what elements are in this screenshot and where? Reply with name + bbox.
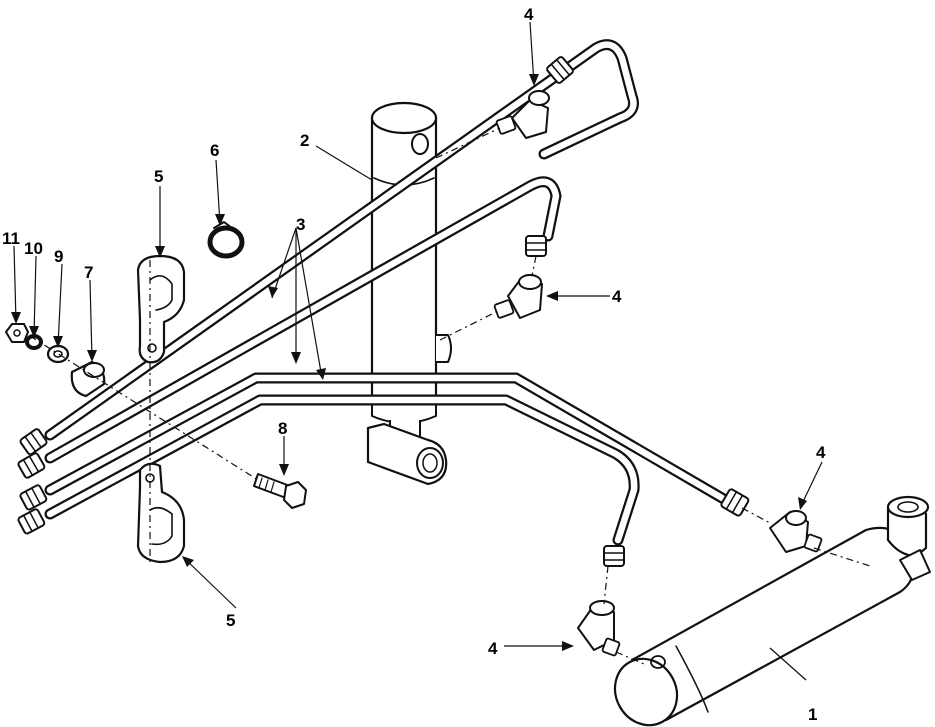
callout-4-top: 4: [524, 5, 534, 24]
spacer-bushing: [70, 360, 106, 398]
callout-1: 1: [808, 705, 817, 724]
callout-8: 8: [278, 419, 287, 438]
bolt: [253, 473, 307, 509]
hex-nut: [5, 323, 29, 343]
tube-end-nuts: [17, 56, 750, 567]
elbow-fittings: [493, 90, 823, 657]
arrowheads: [11, 74, 807, 651]
elbow-fitting-middle: [493, 274, 543, 319]
callout-3: 3: [296, 215, 305, 234]
alignment-lines: [29, 127, 871, 665]
callout-10: 10: [24, 239, 43, 258]
callout-11: 11: [2, 229, 20, 248]
lower-hydraulic-cylinder: [613, 495, 931, 727]
callout-5-upper: 5: [154, 167, 163, 186]
tube-clamp-lower: [136, 462, 186, 564]
elbow-fitting-right: [769, 510, 823, 553]
callout-7: 7: [84, 263, 93, 282]
callout-labels: 1 2 3 4 4 4 4 5 5 6 7 8 9 10 11: [2, 5, 826, 724]
callout-4-middle: 4: [612, 287, 622, 306]
callout-9: 9: [54, 247, 63, 266]
hydraulic-tubes: [44, 39, 728, 546]
elbow-fitting-lower: [577, 600, 621, 657]
callout-4-lower: 4: [488, 639, 498, 658]
callout-6: 6: [210, 141, 219, 160]
hose-clamp: [207, 221, 245, 259]
callout-4-right: 4: [816, 443, 826, 462]
callout-2: 2: [300, 131, 309, 150]
flat-washer: [46, 344, 70, 364]
elbow-fitting-top: [495, 90, 550, 139]
callout-5-lower: 5: [226, 611, 235, 630]
